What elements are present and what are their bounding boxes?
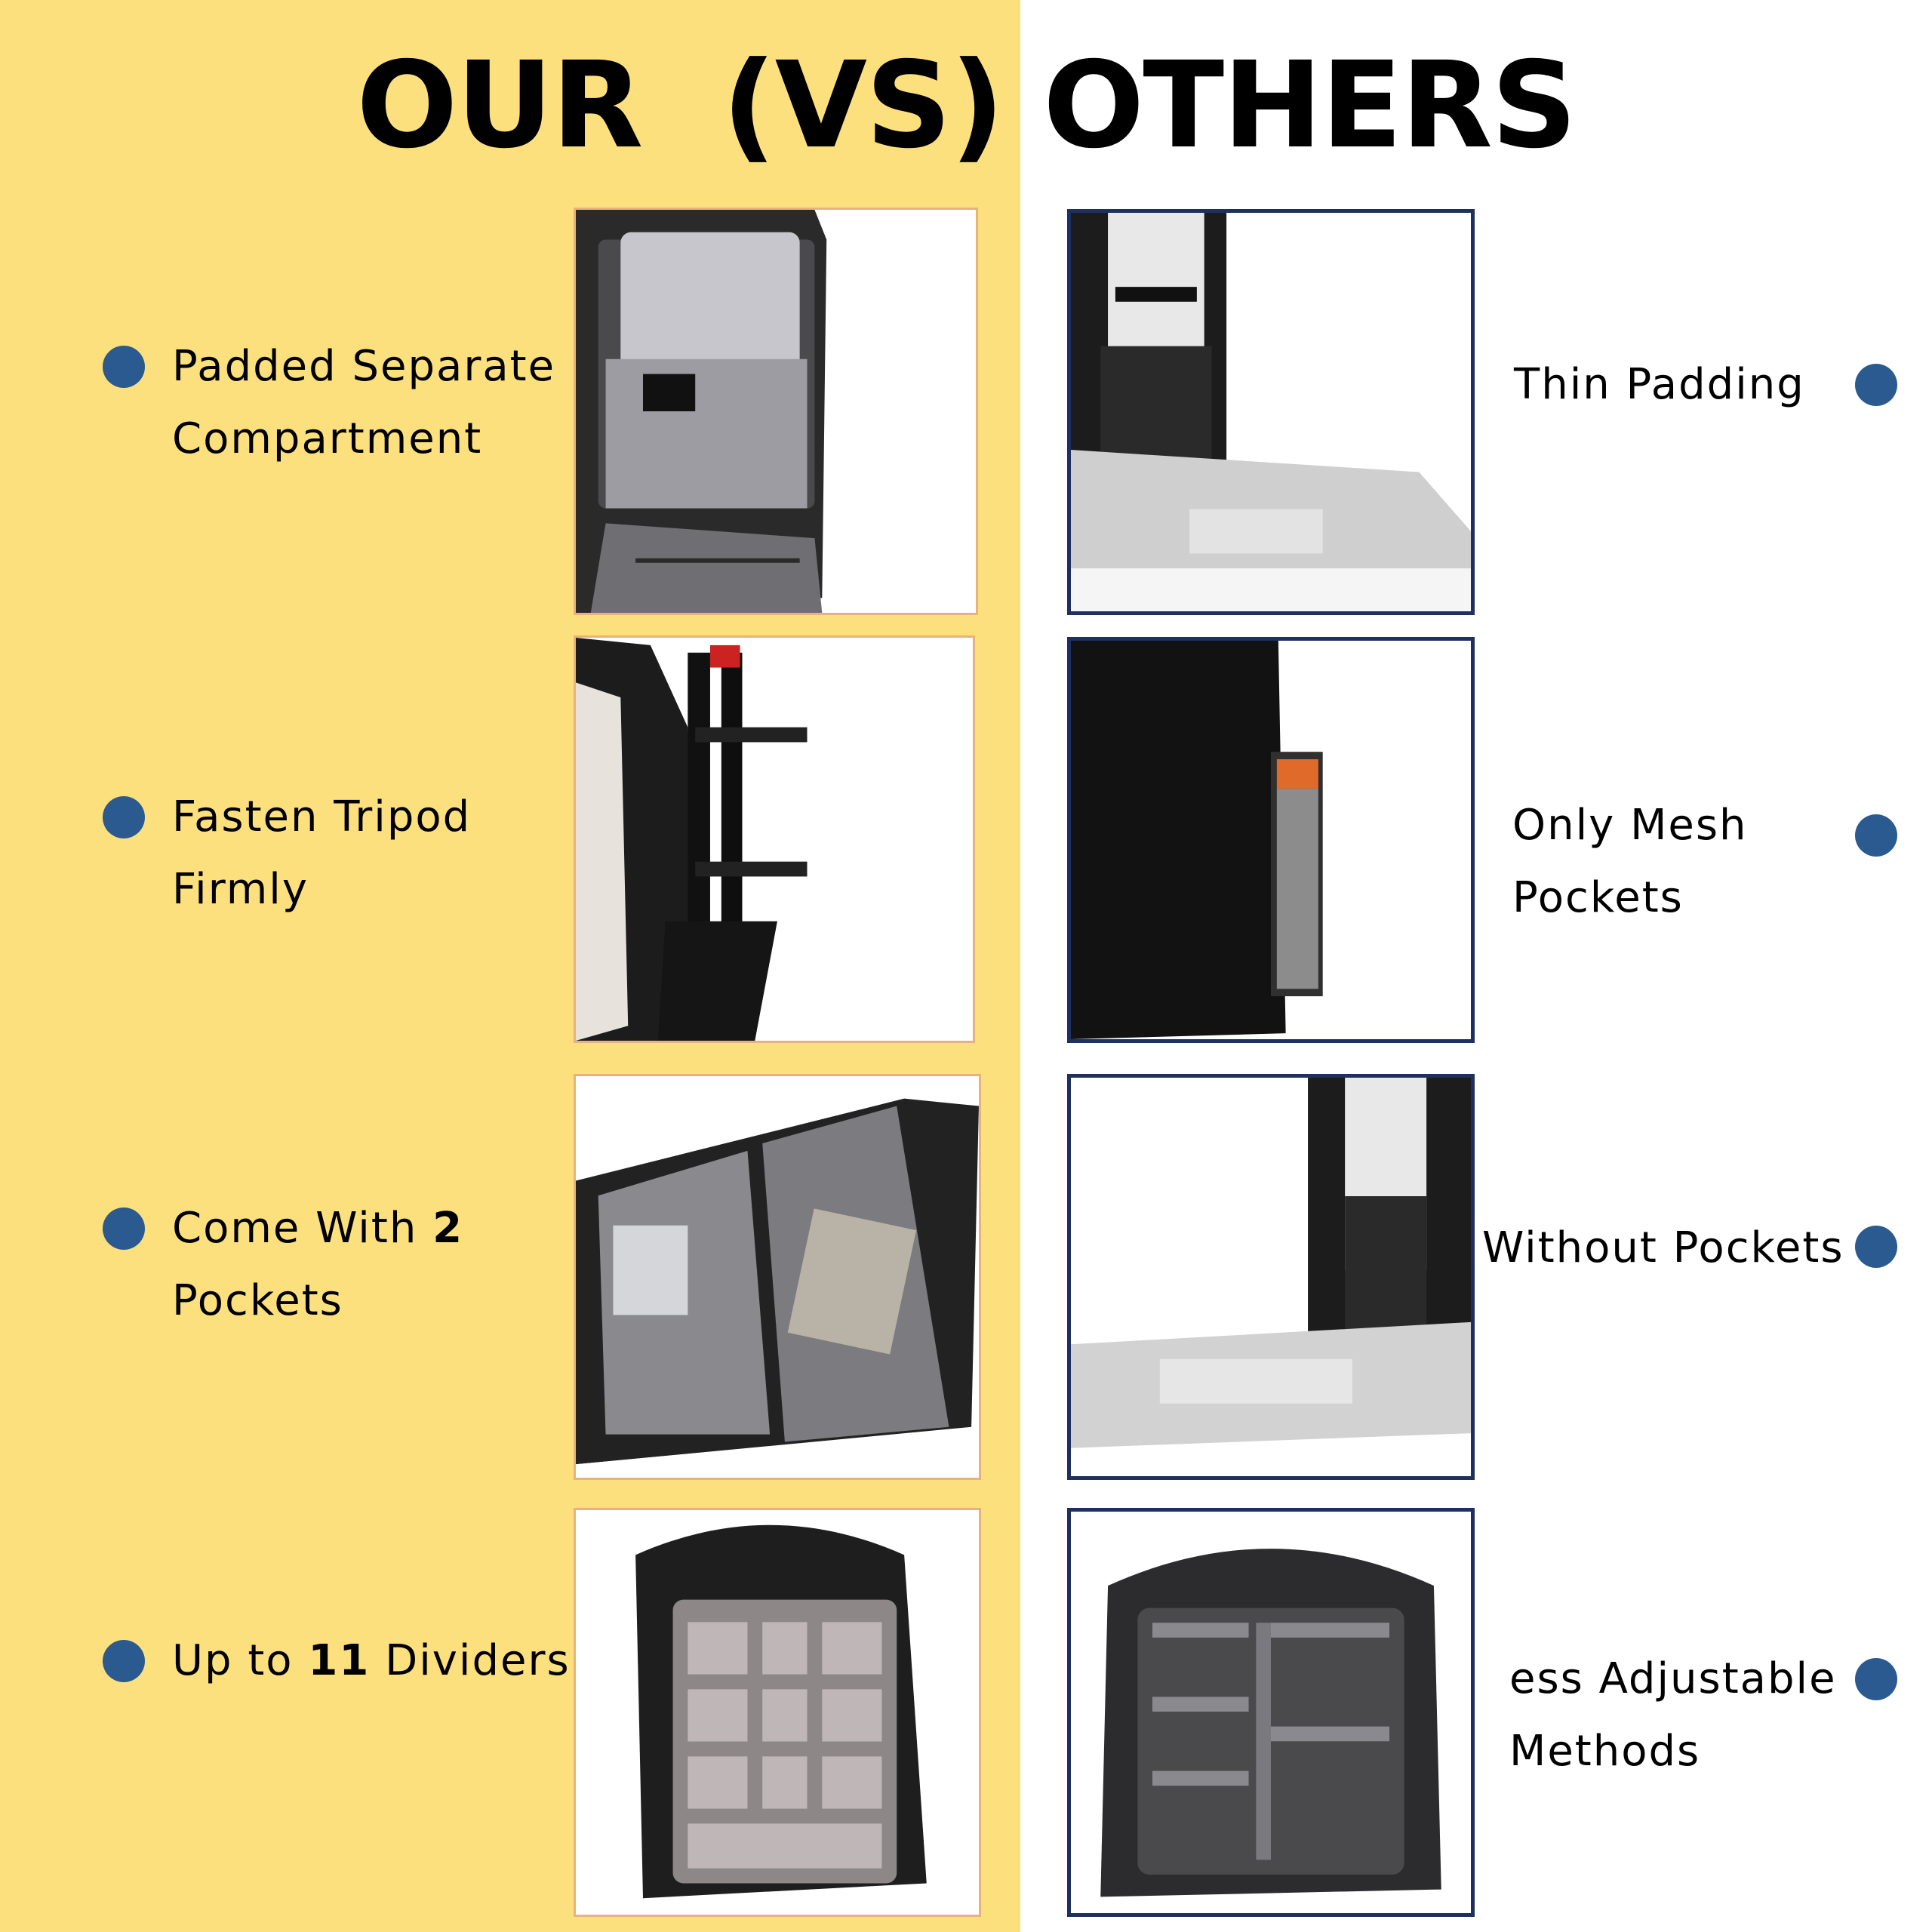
bullet-icon xyxy=(1855,1226,1897,1268)
ours-feature-3: Come With 2 Pockets xyxy=(172,1192,463,1337)
bullet-icon xyxy=(1855,364,1897,406)
theirs-feature-1-line1: Thin Padding xyxy=(1514,360,1805,409)
bullet-icon xyxy=(103,796,145,838)
theirs-feature-4-line2: Methods xyxy=(1509,1727,1701,1776)
ours-feature-1-line1: Padded Separate xyxy=(172,342,556,391)
bullet-icon xyxy=(103,346,145,388)
ours-photo-dividers xyxy=(574,1508,981,1917)
theirs-feature-4-line1: ess Adjustable xyxy=(1509,1654,1837,1703)
ours-photo-tripod xyxy=(574,635,975,1043)
bullet-icon xyxy=(103,1640,145,1682)
theirs-feature-4: ess Adjustable Methods xyxy=(1509,1643,1837,1788)
ours-feature-2-line2: Firmly xyxy=(172,865,309,914)
theirs-photo-mesh-pockets xyxy=(1067,637,1475,1043)
pocket-count: 2 xyxy=(432,1204,464,1253)
theirs-feature-2: Only Mesh Pockets xyxy=(1512,789,1748,934)
ours-feature-4: Up to 11 Dividers xyxy=(172,1636,571,1685)
theirs-feature-3: Without Pockets xyxy=(1482,1212,1844,1284)
theirs-feature-1: Thin Padding xyxy=(1514,349,1805,421)
theirs-photo-no-pockets xyxy=(1067,1074,1475,1480)
bullet-icon xyxy=(103,1208,145,1250)
ours-feature-3-line2: Pockets xyxy=(172,1276,343,1325)
ours-feature-1: Padded Separate Compartment xyxy=(172,331,555,475)
bullet-icon xyxy=(1855,1658,1897,1700)
ours-photo-pockets xyxy=(574,1074,981,1480)
theirs-photo-dividers xyxy=(1067,1508,1475,1917)
ours-feature-2-line1: Fasten Tripod xyxy=(172,792,472,841)
theirs-photo-thin-padding xyxy=(1067,209,1475,615)
bullet-icon xyxy=(1855,814,1897,857)
theirs-feature-2-line1: Only Mesh xyxy=(1512,801,1748,850)
ours-feature-2: Fasten Tripod Firmly xyxy=(172,781,471,926)
ours-feature-3-line1: Come With 2 xyxy=(172,1204,464,1253)
theirs-feature-2-line2: Pockets xyxy=(1512,873,1684,922)
theirs-feature-3-line1: Without Pockets xyxy=(1482,1223,1844,1272)
ours-photo-laptop-compartment xyxy=(574,208,978,615)
divider-count: 11 xyxy=(308,1636,371,1685)
page-title: OUR (VS) OTHERS xyxy=(356,36,1577,175)
ours-feature-1-line2: Compartment xyxy=(172,414,483,463)
